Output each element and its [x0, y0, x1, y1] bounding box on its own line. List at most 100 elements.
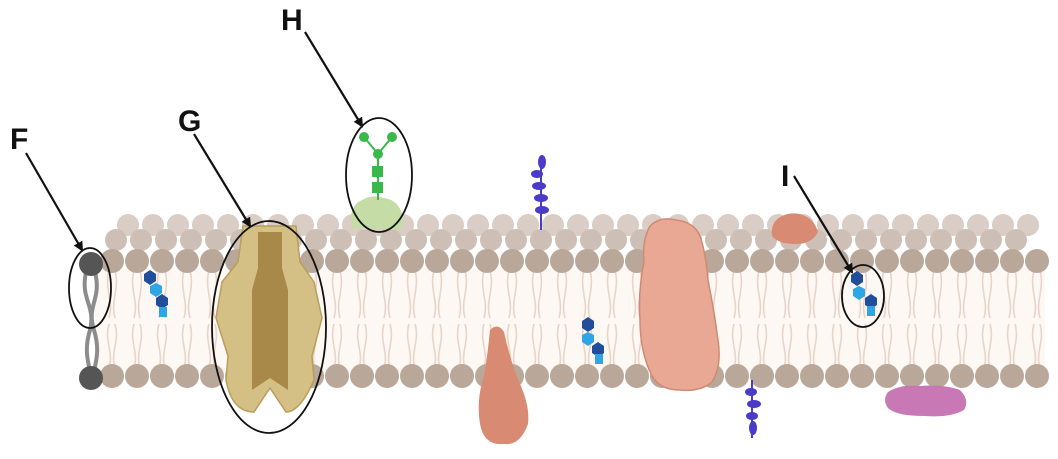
lipid-tail	[406, 269, 412, 319]
lipid-head	[775, 249, 799, 273]
lipid-tail	[387, 323, 393, 369]
lipid-tail	[831, 269, 837, 319]
lipid-head	[930, 229, 952, 251]
lipid-tail	[987, 323, 993, 369]
lipid-tail	[537, 269, 543, 319]
lipid-tail	[1031, 269, 1037, 319]
lipid-head	[730, 229, 752, 251]
lipid-tail	[387, 269, 393, 319]
lipid-head	[1025, 364, 1049, 388]
lipid-head	[467, 214, 489, 236]
lipid-head	[417, 214, 439, 236]
lipid-head	[925, 249, 949, 273]
lipid-tail	[981, 269, 987, 319]
lipid-head	[325, 249, 349, 273]
lipid-head	[100, 249, 124, 273]
lipid-tail	[206, 323, 212, 369]
lipid-head	[305, 229, 327, 251]
lipid-head	[592, 214, 614, 236]
lipid-head	[200, 249, 224, 273]
lipid-head	[142, 214, 164, 236]
lipid-head	[105, 229, 127, 251]
lipid-head	[942, 214, 964, 236]
lipid-head	[430, 229, 452, 251]
lipid-head	[817, 214, 839, 236]
highlight-ellipse-i	[841, 264, 885, 328]
lipid-head	[742, 214, 764, 236]
lipid-head	[517, 214, 539, 236]
lipid-head	[892, 214, 914, 236]
lipid-tail	[456, 269, 462, 319]
lipid-tail	[381, 323, 387, 369]
lipid-tail	[356, 323, 362, 369]
lipid-head	[900, 364, 924, 388]
lipid-tail	[881, 323, 887, 369]
lipid-head	[575, 249, 599, 273]
arrow-f	[25, 152, 83, 252]
lipid-head	[855, 229, 877, 251]
lipid-tail	[562, 269, 568, 319]
lipid-head	[117, 214, 139, 236]
lipid-tail	[837, 323, 843, 369]
lipid-tail	[131, 269, 137, 319]
carbohydrate-chain-icon	[745, 380, 761, 438]
lipid-tail	[112, 269, 118, 319]
lipid-head	[575, 364, 599, 388]
lipid-head	[950, 249, 974, 273]
lipid-tail	[756, 323, 762, 369]
lipid-head	[150, 249, 174, 273]
lipid-tail	[606, 323, 612, 369]
lipid-tail	[631, 269, 637, 319]
lipid-head	[800, 249, 824, 273]
lipid-head	[755, 229, 777, 251]
lipid-tail	[956, 323, 962, 369]
lipid-head	[425, 364, 449, 388]
lipid-tail	[906, 323, 912, 369]
lipid-tail	[537, 323, 543, 369]
lipid-head	[550, 364, 574, 388]
lipid-tail	[212, 323, 218, 369]
lipid-head	[317, 214, 339, 236]
arrow-i	[793, 175, 854, 274]
lipid-tail	[831, 323, 837, 369]
lipid-tail	[762, 323, 768, 369]
lipid-head	[492, 214, 514, 236]
lipid-head	[875, 364, 899, 388]
lipid-head	[200, 364, 224, 388]
lipid-tail	[337, 269, 343, 319]
lipid-head	[375, 249, 399, 273]
lipid-tail	[481, 323, 487, 369]
lipid-tail	[806, 323, 812, 369]
lipid-tail	[631, 323, 637, 369]
lipid-tail	[1006, 323, 1012, 369]
lipid-tail	[337, 323, 343, 369]
lipid-tail	[962, 323, 968, 369]
lipid-head	[580, 229, 602, 251]
lipid-head	[530, 229, 552, 251]
lipid-head	[325, 364, 349, 388]
lipid-tail	[1031, 323, 1037, 369]
arrow-h	[304, 31, 364, 128]
highlight-ellipse-h	[345, 117, 413, 233]
lipid-head	[125, 249, 149, 273]
lipid-head	[400, 364, 424, 388]
lipid-head	[980, 229, 1002, 251]
lipid-head	[1025, 249, 1049, 273]
cholesterol-icon	[851, 271, 877, 316]
lipid-tail	[931, 269, 937, 319]
lipid-tail	[512, 269, 518, 319]
lipid-head	[205, 229, 227, 251]
highlight-ellipse-f	[68, 247, 112, 329]
lipid-head	[975, 364, 999, 388]
lipid-tail	[181, 323, 187, 369]
lipid-tail	[437, 269, 443, 319]
lipid-tail	[506, 269, 512, 319]
lipid-head	[480, 229, 502, 251]
lipid-head	[500, 249, 524, 273]
lipid-head	[1017, 214, 1039, 236]
cholesterol-icon	[582, 317, 604, 364]
lipid-tail	[737, 323, 743, 369]
lipid-head	[100, 364, 124, 388]
lipid-tail	[137, 323, 143, 369]
lipid-head	[867, 214, 889, 236]
